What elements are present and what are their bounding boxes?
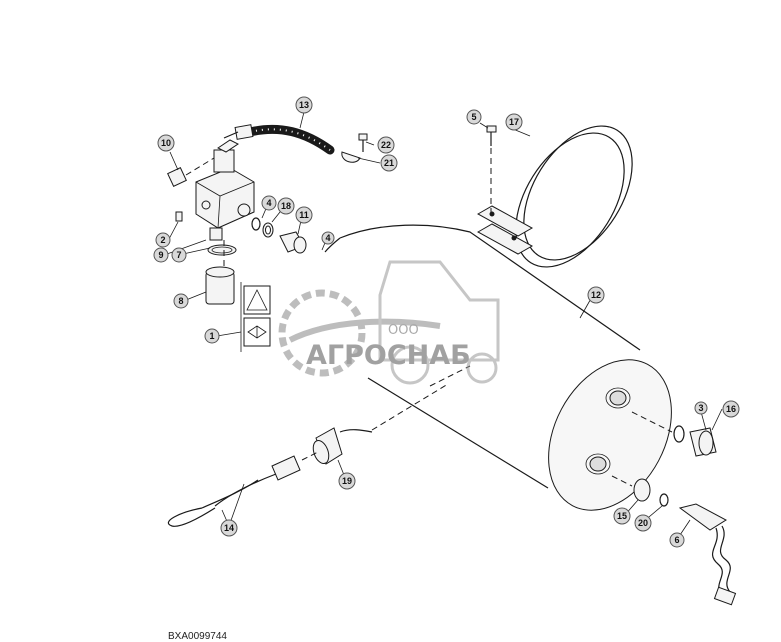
callout-17: 17: [505, 113, 523, 131]
svg-text:8: 8: [178, 296, 183, 306]
svg-text:10: 10: [161, 138, 171, 148]
strap-bolt: [486, 125, 497, 212]
svg-text:3: 3: [698, 403, 703, 413]
callout-13: 13: [295, 96, 313, 114]
watermark-prefix: ООО: [388, 323, 419, 338]
callout-5: 5: [466, 109, 482, 125]
air-hose: [223, 124, 335, 155]
svg-text:7: 7: [176, 250, 181, 260]
svg-text:1: 1: [209, 331, 214, 341]
callout-4-upper: 4: [261, 195, 277, 211]
svg-text:19: 19: [342, 476, 352, 486]
callout-18: 18: [277, 197, 295, 215]
svg-text:15: 15: [617, 511, 627, 521]
svg-text:14: 14: [224, 523, 234, 533]
callout-4-lower: 4: [321, 231, 335, 245]
svg-text:21: 21: [384, 158, 394, 168]
callout-20: 20: [634, 514, 652, 532]
callout-8: 8: [173, 293, 189, 309]
svg-text:9: 9: [158, 250, 163, 260]
svg-text:6: 6: [674, 535, 679, 545]
callout-3: 3: [694, 401, 708, 415]
callout-15: 15: [613, 507, 631, 525]
hose-clamp-bolt: [341, 133, 368, 163]
warning-triangle-icon: [246, 289, 268, 311]
fitting-set: [251, 217, 307, 254]
svg-text:13: 13: [299, 100, 309, 110]
svg-text:4: 4: [266, 198, 271, 208]
callout-6: 6: [669, 532, 685, 548]
svg-text:2: 2: [160, 235, 165, 245]
callout-22: 22: [377, 136, 395, 154]
callout-7: 7: [171, 247, 187, 263]
callout-10: 10: [157, 134, 175, 152]
air-tank: [324, 224, 672, 511]
tank-fittings: [611, 411, 737, 606]
callout-14: 14: [220, 519, 238, 537]
callout-16: 16: [722, 400, 740, 418]
filter-assembly: [205, 244, 237, 305]
reference-code: BXA0099744: [168, 631, 227, 642]
manual-book-icon: [247, 325, 267, 339]
svg-text:11: 11: [299, 210, 309, 220]
watermark-brand: АГРОСНАБ: [306, 340, 471, 371]
callout-9: 9: [153, 247, 169, 263]
drain-valve: [167, 383, 449, 527]
callout-21: 21: [380, 154, 398, 172]
callout-1: 1: [204, 328, 220, 344]
svg-text:17: 17: [509, 117, 519, 127]
svg-text:12: 12: [591, 290, 601, 300]
decal-group: [240, 282, 271, 352]
governor-valve: [167, 139, 255, 241]
tank-strap: [476, 125, 633, 268]
svg-text:4: 4: [325, 233, 330, 243]
svg-text:16: 16: [726, 404, 736, 414]
callout-12: 12: [587, 286, 605, 304]
svg-text:5: 5: [471, 112, 476, 122]
watermark: ООО АГРОСНАБ: [278, 260, 500, 385]
svg-text:18: 18: [281, 201, 291, 211]
callout-11: 11: [295, 206, 313, 224]
callout-19: 19: [338, 472, 356, 490]
callout-2: 2: [155, 232, 171, 248]
svg-text:20: 20: [638, 518, 648, 528]
svg-text:22: 22: [381, 140, 391, 150]
